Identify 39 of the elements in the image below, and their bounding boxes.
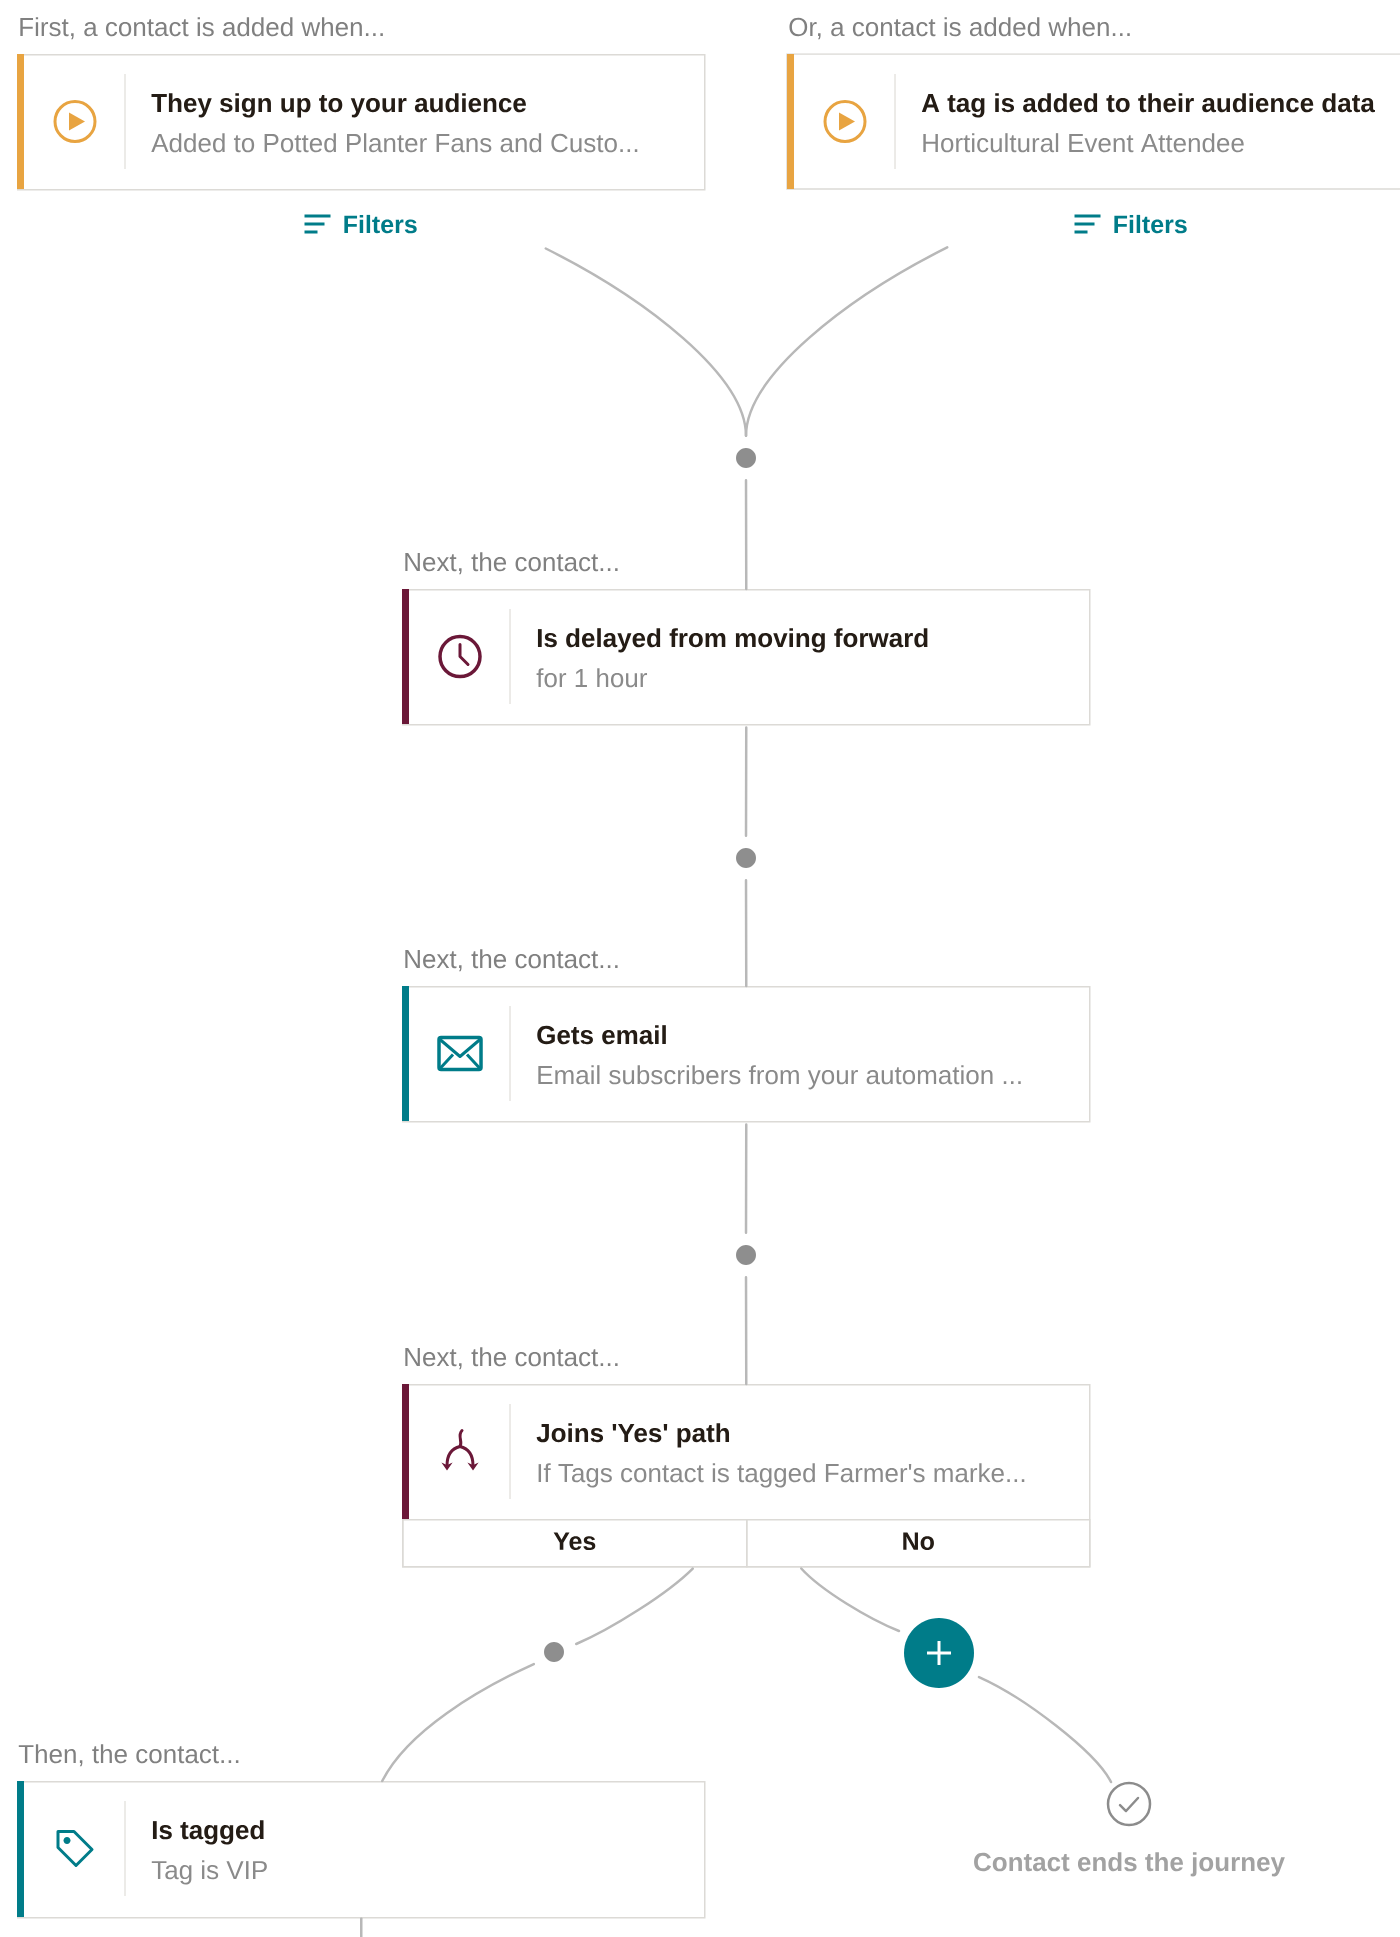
connector-line bbox=[574, 1567, 694, 1646]
step-heading: Next, the contact... bbox=[405, 552, 618, 575]
step-detail: Horticultural Event Attendee bbox=[923, 133, 1244, 153]
connector-line bbox=[381, 1662, 536, 1783]
branch-option: Yes bbox=[402, 1519, 748, 1568]
filters-link: Filters bbox=[344, 214, 417, 234]
connector-line bbox=[744, 246, 949, 438]
step-title: Joins 'Yes' path bbox=[536, 1423, 729, 1448]
step-detail: Email subscribers from your automation ... bbox=[538, 1065, 1021, 1090]
step-detail: Added to Potted Planter Fans and Custo... bbox=[151, 133, 638, 153]
step-detail: Tag is VIP bbox=[151, 1860, 267, 1885]
connector-line bbox=[800, 1567, 901, 1633]
connector-line bbox=[744, 1275, 748, 1386]
step-heading: Next, the contact... bbox=[405, 949, 618, 972]
junction-dot bbox=[736, 848, 756, 868]
junction-dot bbox=[736, 1245, 756, 1265]
step-title: Gets email bbox=[537, 1025, 666, 1045]
connector-line bbox=[744, 726, 748, 838]
junction-dot bbox=[544, 1642, 564, 1662]
step-heading: Then, the contact... bbox=[18, 1744, 239, 1767]
step-title: Is delayed from moving forward bbox=[537, 628, 928, 653]
branch-option: No bbox=[746, 1519, 1091, 1568]
add-step-button bbox=[904, 1618, 974, 1688]
step-heading: Or, a contact is added when... bbox=[789, 17, 1130, 40]
step-heading: Next, the contact... bbox=[405, 1347, 618, 1370]
step-heading: First, a contact is added when... bbox=[20, 17, 383, 40]
connector-line bbox=[744, 878, 748, 988]
end-label: Contact ends the journey bbox=[974, 1852, 1285, 1877]
step-detail: If Tags contact is tagged Farmer's marke... bbox=[538, 1463, 1025, 1488]
filters-link: Filters bbox=[1114, 214, 1187, 234]
junction-dot bbox=[736, 448, 756, 468]
step-title: They sign up to your audience bbox=[151, 93, 526, 118]
connector-line bbox=[744, 478, 748, 591]
connector-line bbox=[360, 1917, 363, 1937]
step-title: A tag is added to their audience data bbox=[921, 93, 1375, 118]
step-detail: for 1 hour bbox=[536, 668, 648, 688]
connector-line bbox=[744, 1123, 748, 1235]
connector-line bbox=[977, 1675, 1113, 1784]
step-title: Is tagged bbox=[152, 1820, 264, 1845]
